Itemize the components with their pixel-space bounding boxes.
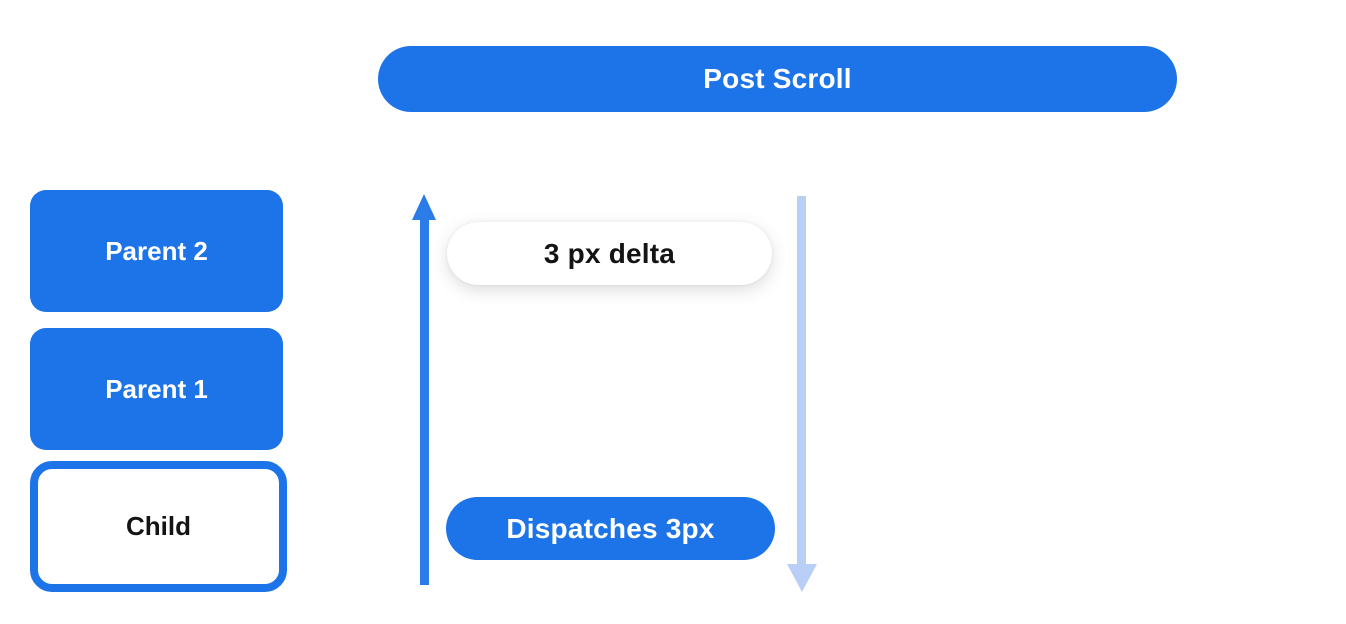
- dispatch-pill: Dispatches 3px: [446, 497, 775, 560]
- dispatch-label: Dispatches 3px: [506, 512, 715, 544]
- up-arrow-head: [412, 194, 436, 220]
- up-arrow-line: [419, 220, 429, 585]
- up-arrow-icon: [412, 194, 436, 585]
- parent2-box: Parent 2: [30, 190, 283, 312]
- child-box: Child: [30, 461, 287, 592]
- post-scroll-label: Post Scroll: [703, 63, 852, 94]
- delta-pill: 3 px delta: [447, 222, 772, 285]
- parent1-label: Parent 1: [105, 373, 208, 404]
- down-arrow-line: [797, 196, 806, 564]
- post-scroll-pill: Post Scroll: [378, 46, 1177, 112]
- parent2-label: Parent 2: [105, 235, 208, 266]
- parent1-box: Parent 1: [30, 328, 283, 450]
- down-arrow-head: [786, 564, 817, 592]
- delta-label: 3 px delta: [543, 237, 676, 269]
- child-label: Child: [126, 511, 191, 541]
- down-arrow-icon: [786, 196, 817, 592]
